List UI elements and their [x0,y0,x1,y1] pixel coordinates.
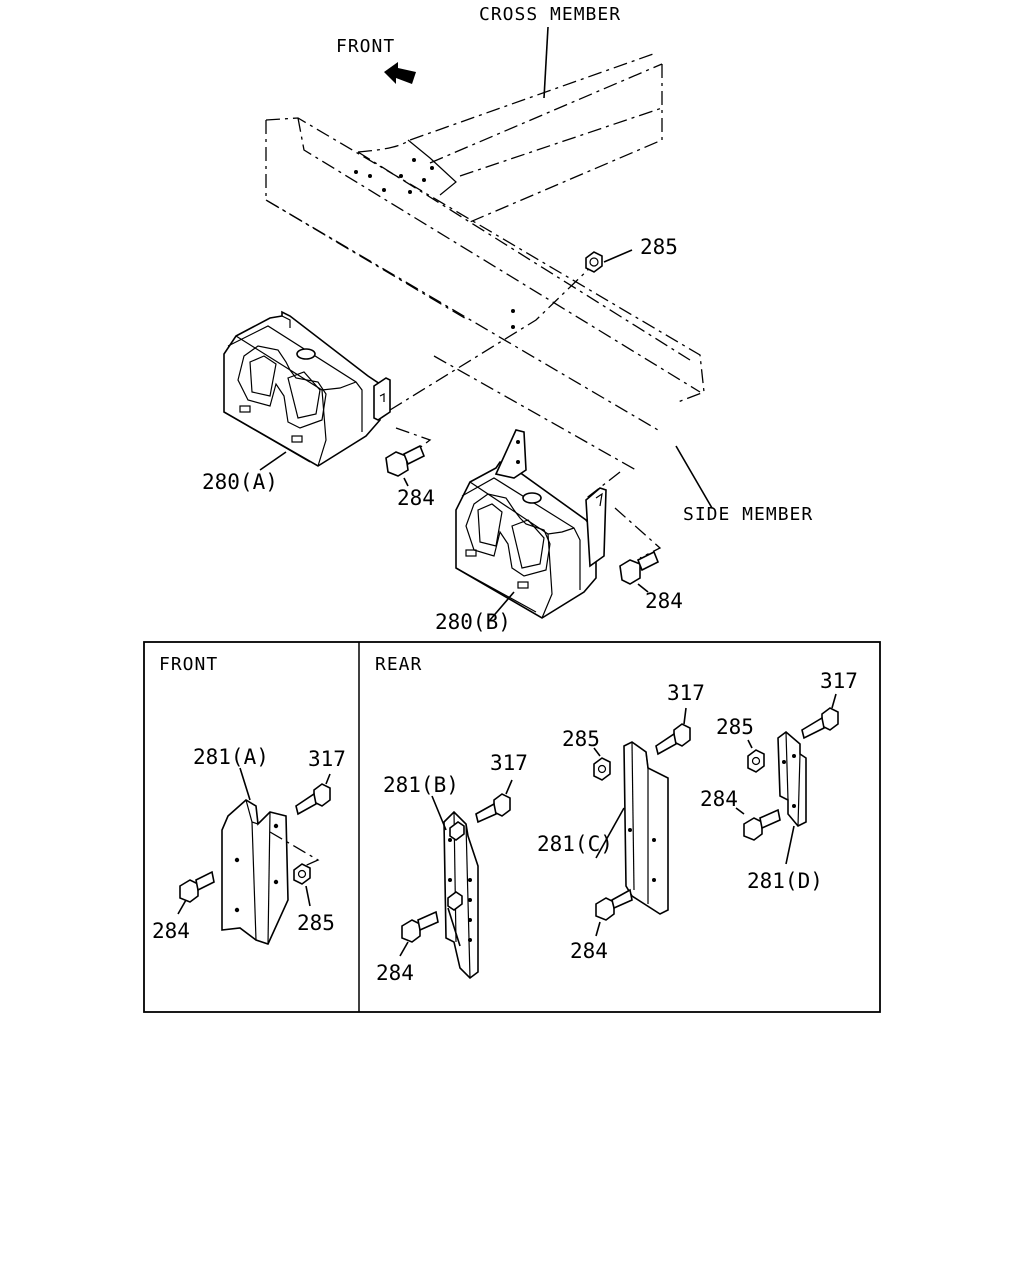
bolt-284-upper-a [385,444,426,487]
part-281c-label: 281(C) [537,832,613,856]
cross-member [357,26,663,223]
bracket-281d [777,730,807,865]
part-281b-label: 281(B) [383,773,459,797]
part-285-rear-c-label: 285 [562,727,600,751]
bracket-280a [223,310,391,471]
detail-box [143,641,881,1013]
part-280b-label: 280(B) [435,610,511,634]
part-281d-label: 281(D) [747,869,823,893]
part-284-rear-d-label: 284 [700,787,738,811]
part-284-rear-c-label: 284 [570,939,608,963]
nut-285-front [293,863,311,907]
part-317-front-label: 317 [308,747,346,771]
bracket-281b [431,795,479,980]
part-317-rear-b-label: 317 [490,751,528,775]
nut-285-upper [585,249,633,273]
part-285-upper-label: 285 [640,235,678,259]
cross-member-label: CROSS MEMBER [479,4,621,25]
bolt-284-rear-d [735,807,781,841]
part-285-rear-d-label: 285 [716,715,754,739]
part-284a-label: 284 [397,486,435,510]
part-280a-label: 280(A) [202,470,278,494]
front-arrow-label: FRONT [336,36,395,57]
part-284b-label: 284 [645,589,683,613]
part-284-front-label: 284 [152,919,190,943]
side-member [265,117,713,509]
part-285-front-label: 285 [297,911,335,935]
detail-rear-title: REAR [375,654,422,675]
front-direction-arrow [384,62,416,84]
part-317-rear-c-label: 317 [667,681,705,705]
detail-front-title: FRONT [159,654,218,675]
bolt-317-rear-b [475,779,513,824]
bracket-281a [221,767,289,945]
bolt-284-upper-b [619,550,660,593]
bolt-284-rear-b [399,907,461,957]
part-284-rear-b-label: 284 [376,961,414,985]
bolt-284-front [177,870,215,915]
nut-285-rear-d [747,739,765,773]
side-member-label: SIDE MEMBER [683,504,813,525]
bolt-317-rear-d [801,693,839,740]
bolt-317-front [295,773,331,816]
bolt-284-rear-c [595,888,633,937]
nut-285-rear-c [593,747,611,781]
bracket-280b [455,429,607,621]
part-317-rear-d-label: 317 [820,669,858,693]
bolt-317-rear-c [655,707,691,756]
part-281a-label: 281(A) [193,745,269,769]
